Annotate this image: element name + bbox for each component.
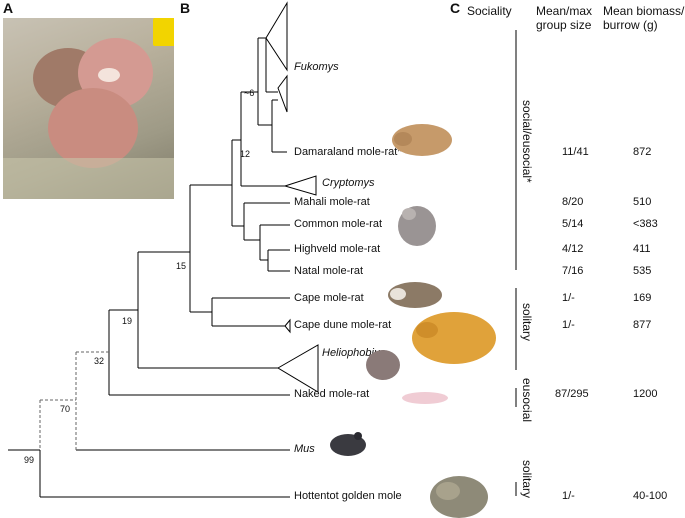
group-label-social: social/eusocial* [520,100,534,183]
heliophobius-clade-triangle [277,344,319,393]
biomass-cape: 169 [633,292,652,304]
panel-label-c: C [450,0,461,16]
mus-illustration [330,432,366,458]
biomass-highveld: 411 [633,243,651,255]
cape-mole-rat-illustration [388,280,442,308]
hottentot-golden-mole-illustration [430,476,488,518]
cape-dune-mole-rat-illustration [412,312,496,364]
header-sociality: Sociality [467,4,512,18]
cape-dune-clade-triangle [284,318,291,334]
fukomys-clade-triangle-1 [265,1,288,72]
panel-label-b: B [180,0,191,16]
node-label: 15 [176,261,187,271]
tip-label-cryptomys: Cryptomys [322,177,375,189]
tip-label-mus: Mus [294,443,315,455]
group-size-common: 5/14 [562,218,584,230]
tip-label-common: Common mole-rat [294,218,383,230]
naked-mole-rat-illustration [402,390,448,406]
tip-label-natal: Natal mole-rat [294,265,364,277]
biomass-common: <383 [633,218,658,230]
header-biomass-line2: burrow (g) [603,18,658,32]
common-mole-rat-illustration [398,206,436,246]
group-label-solitary: solitary [520,303,534,342]
heliophobius-illustration [366,350,400,380]
tip-label-mahali: Mahali mole-rat [294,196,370,208]
mole-rat-teeth [98,68,120,82]
node-label: ~6 [244,88,255,98]
tip-label-cape-dune: Cape dune mole-rat [294,319,392,331]
node-label: 32 [94,356,105,366]
node-label: 70 [60,404,71,414]
node-label: 19 [122,316,133,326]
panel-label-a: A [3,0,14,16]
biomass-cape-dune: 877 [633,319,652,331]
group-size-damaraland: 11/41 [562,146,589,158]
tip-label-fukomys: Fukomys [294,61,339,73]
group-size-natal: 7/16 [562,265,584,277]
node-label: 12 [240,149,251,159]
group-size-highveld: 4/12 [562,243,584,255]
biomass-natal: 535 [633,265,652,277]
node-label: 99 [24,455,35,465]
biomass-hottentot: 40-100 [633,490,668,502]
group-size-cape: 1/- [562,292,575,304]
group-size-hottentot: 1/- [562,490,575,502]
mole-rat-body-3 [48,88,138,168]
cryptomys-clade-triangle [283,175,317,196]
damaraland-mole-rat-illustration [392,120,452,158]
nest-bedding [3,158,174,199]
tip-label-highveld: Highveld mole-rat [294,243,381,255]
group-label-eusocial: eusocial [520,378,534,423]
biomass-damaraland: 872 [633,146,652,158]
naked-mole-rat-photo [3,18,174,199]
fukomys-clade-triangle-2 [277,74,288,113]
biomass-naked: 1200 [633,388,658,400]
tip-label-damaraland: Damaraland mole-rat* [294,146,402,158]
header-group-size-line2: group size [536,18,592,32]
tip-label-naked: Naked mole-rat [294,388,370,400]
header-biomass-line1: Mean biomass/ [603,4,685,18]
tip-label-hottentot: Hottentot golden mole [294,490,402,502]
biomass-mahali: 510 [633,196,652,208]
tip-label-cape: Cape mole-rat [294,292,364,304]
header-group-size-line1: Mean/max [536,4,593,18]
group-size-naked: 87/295 [555,388,589,400]
group-size-mahali: 8/20 [562,196,584,208]
group-size-cape-dune: 1/- [562,319,575,331]
group-label-solitary: solitary [520,460,534,499]
yellow-object [153,18,174,46]
